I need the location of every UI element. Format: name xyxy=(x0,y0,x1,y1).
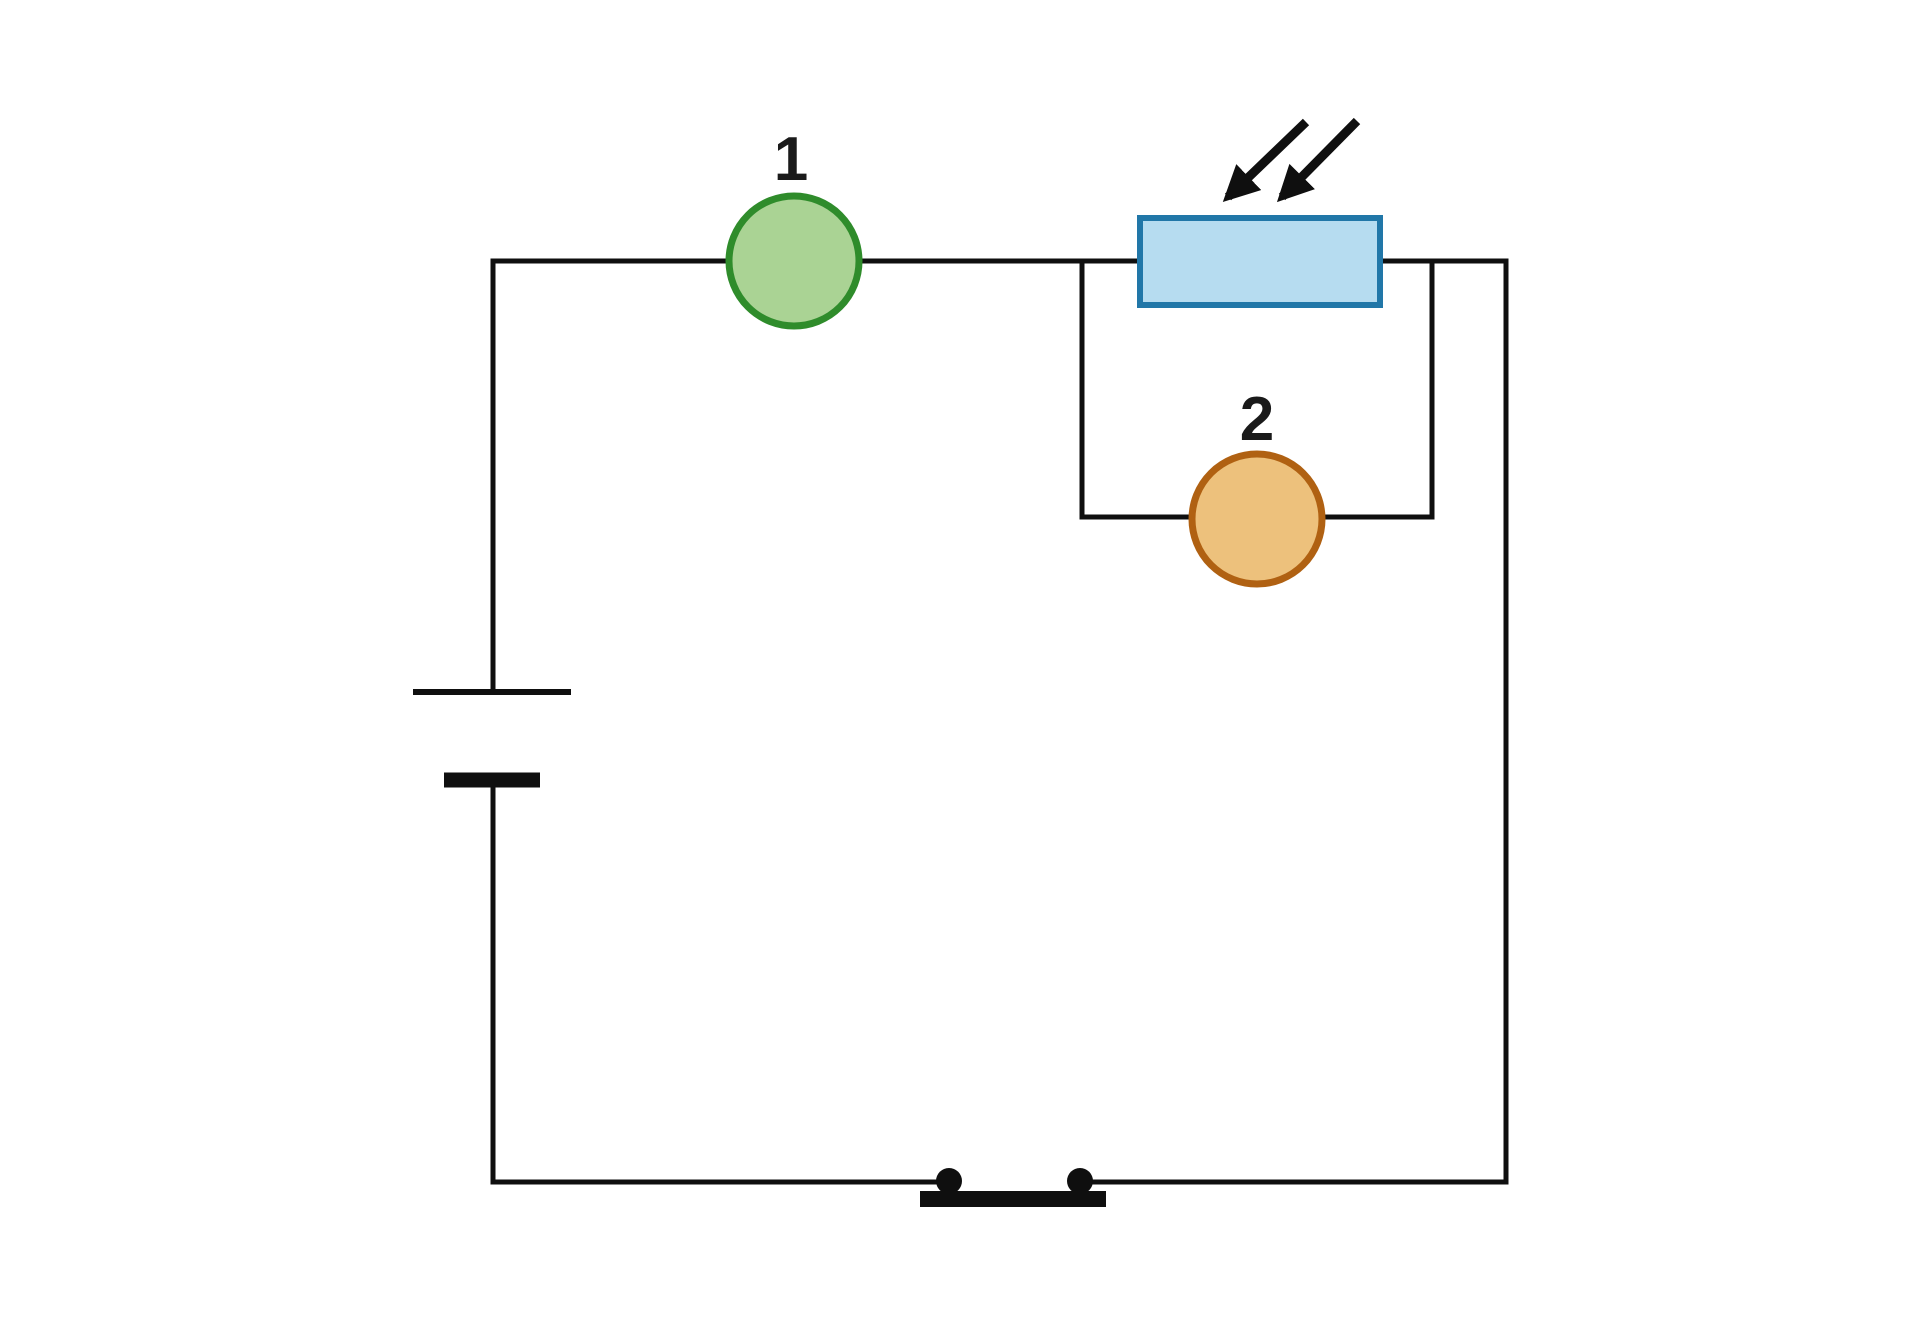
switch-bar xyxy=(920,1191,1106,1207)
meter-2-label: 2 xyxy=(1240,385,1274,454)
meter-2-icon xyxy=(1188,450,1326,588)
wires xyxy=(490,258,1509,1185)
light-arrow-2 xyxy=(1276,117,1361,203)
light-arrows-icon xyxy=(1222,117,1361,203)
meter-1-icon xyxy=(725,192,863,330)
push-button-switch-icon xyxy=(920,1168,1106,1207)
battery-cell xyxy=(413,689,571,788)
switch-contact-left xyxy=(936,1168,962,1194)
photoresistor-icon xyxy=(1137,215,1383,308)
light-arrow-1 xyxy=(1222,118,1310,202)
switch-contact-right xyxy=(1067,1168,1093,1194)
meter-1-label: 1 xyxy=(774,125,808,194)
main-loop-wire xyxy=(490,258,1509,1185)
